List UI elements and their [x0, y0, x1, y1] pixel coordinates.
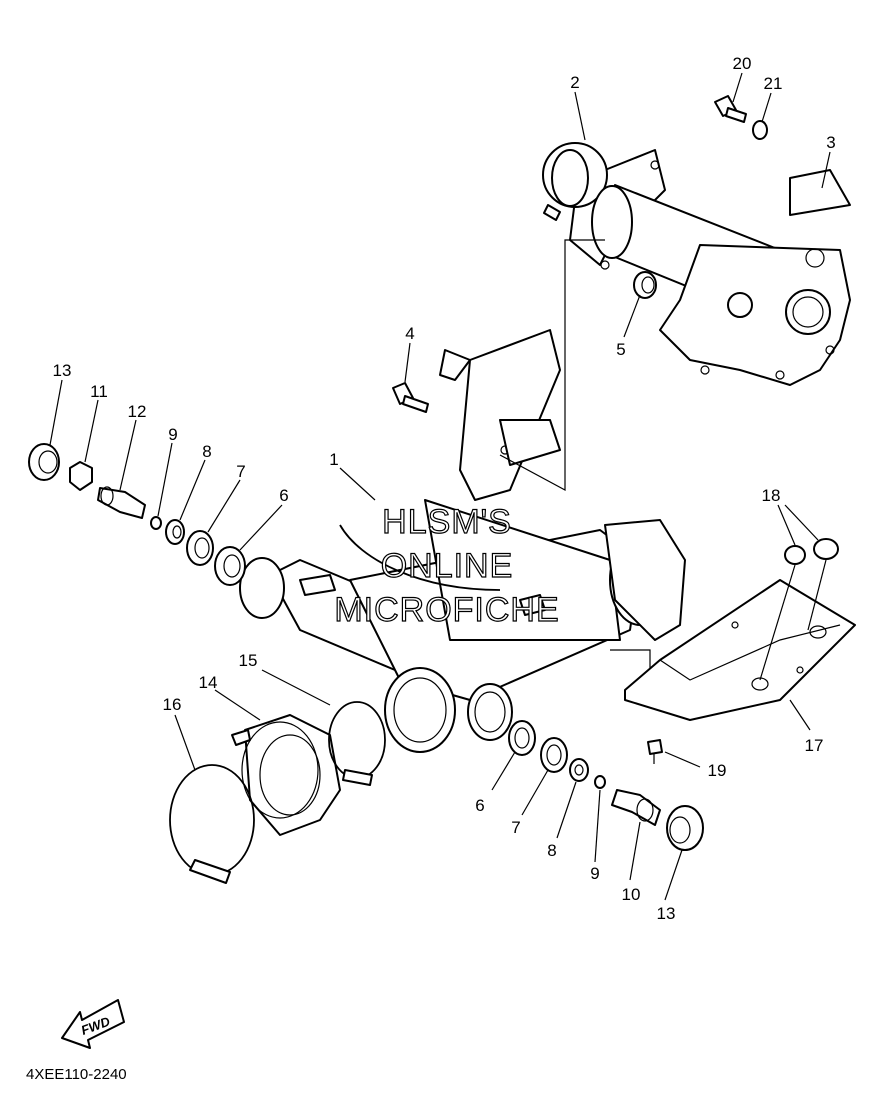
callouts: 2 20 21 3 5 4 1 13 11 12 9 8 7 6 15 14 1…	[49, 54, 836, 923]
part-5-bushing	[633, 271, 657, 299]
callout-15: 15	[239, 651, 258, 670]
leader-guide-hub	[499, 239, 605, 492]
callout-7-left: 7	[236, 462, 245, 481]
callout-20: 20	[733, 54, 752, 73]
part-17-cover	[624, 579, 856, 721]
part-9-oring-right	[594, 775, 606, 789]
part-13-cap-left	[28, 443, 60, 481]
callout-10: 10	[622, 885, 641, 904]
part-14-boot	[231, 714, 341, 836]
part-15-clamp	[328, 701, 386, 786]
part-18-bumpers	[759, 538, 839, 681]
part-6-bearing-left	[214, 546, 246, 586]
callout-21: 21	[764, 74, 783, 93]
part-1-swingarm	[239, 329, 686, 753]
watermark-line-2: ONLINE	[381, 547, 514, 585]
part-11-nut	[69, 461, 93, 491]
part-20-bolt	[714, 95, 747, 123]
callout-18: 18	[762, 486, 781, 505]
callout-7-right: 7	[511, 818, 520, 837]
part-8-washer-right	[569, 758, 589, 782]
callout-1: 1	[329, 450, 338, 469]
part-10-pin	[611, 789, 661, 826]
part-7-seal-left	[186, 530, 214, 566]
watermark-line-3: MICROFICHE	[334, 591, 559, 629]
callout-19: 19	[708, 761, 727, 780]
callout-6-left: 6	[279, 486, 288, 505]
callout-3: 3	[826, 133, 835, 152]
part-6-bearing-right	[508, 720, 536, 756]
part-12-pin	[97, 486, 146, 519]
watermark-line-1: HLSM'S	[382, 503, 512, 541]
callout-4: 4	[405, 324, 414, 343]
callout-9-left: 9	[168, 425, 177, 444]
part-8-washer-left	[165, 519, 185, 545]
part-3-label-plate	[789, 169, 851, 216]
part-21-washer	[752, 120, 768, 140]
callout-17: 17	[805, 736, 824, 755]
callout-13-left: 13	[53, 361, 72, 380]
part-9-oring-left	[150, 516, 162, 530]
callout-8-right: 8	[547, 841, 556, 860]
diagram-code: 4XEE110-2240	[26, 1066, 127, 1083]
fwd-arrow-icon: FWD	[61, 999, 125, 1049]
callout-12: 12	[128, 402, 147, 421]
part-16-clamp	[169, 764, 255, 884]
callout-14: 14	[199, 673, 218, 692]
part-7-seal-right	[540, 737, 568, 773]
watermark: HLSM'S ONLINE MICROFICHE	[334, 502, 560, 629]
callout-16: 16	[163, 695, 182, 714]
callout-6-right: 6	[475, 796, 484, 815]
callout-13-right: 13	[657, 904, 676, 923]
callout-2: 2	[570, 73, 579, 92]
part-19-bolt	[647, 739, 663, 764]
part-13-cap-right	[666, 805, 704, 851]
callout-11: 11	[90, 382, 108, 401]
part-4-bolt	[392, 382, 429, 413]
callout-5: 5	[616, 340, 625, 359]
callout-9-right: 9	[590, 864, 599, 883]
callout-8-left: 8	[202, 442, 211, 461]
